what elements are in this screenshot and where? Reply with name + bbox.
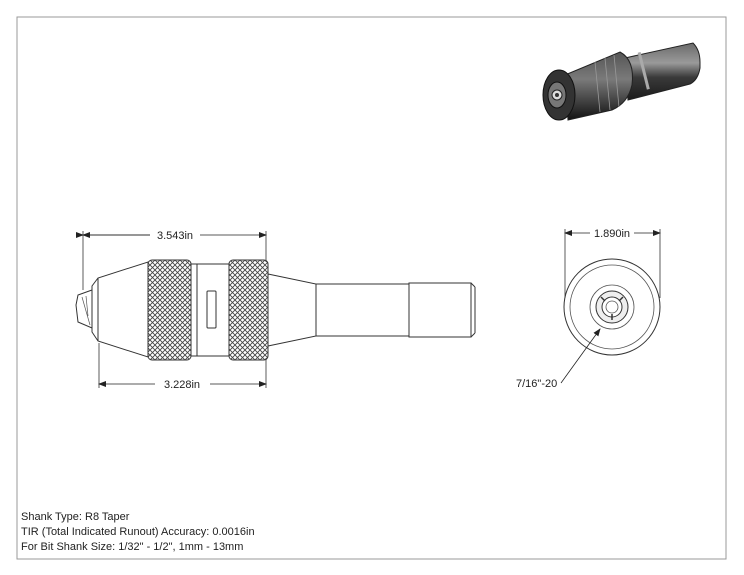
rear-knurl-collar [228, 259, 269, 361]
thread-callout: 7/16"-20 [516, 328, 601, 390]
shank-type-text: Shank Type: R8 Taper [21, 511, 130, 523]
jaw-tip [75, 289, 93, 329]
sheet-border [16, 16, 727, 560]
front-knurl-collar [147, 259, 192, 361]
rear-taper [267, 273, 317, 347]
overall-length-label: 3.543in [157, 230, 193, 242]
dim-body-length: 3.228in [98, 343, 267, 391]
shank [315, 283, 410, 337]
tir-text: TIR (Total Indicated Runout) Accuracy: 0… [21, 526, 255, 538]
nose-cone [91, 261, 149, 358]
dim-diameter: 1.890in [564, 228, 661, 298]
shank-end [408, 282, 472, 338]
specs-block: Shank Type: R8 Taper TIR (Total Indicate… [21, 510, 255, 555]
chuck-render [542, 42, 701, 121]
dim-overall-length: 3.543in [76, 230, 267, 290]
thread-label: 7/16"-20 [516, 378, 557, 390]
window-slot [206, 290, 217, 329]
chuck-side-view [75, 259, 476, 361]
chuck-end-view [563, 258, 661, 356]
body-length-label: 3.228in [164, 379, 200, 391]
diameter-label: 1.890in [594, 228, 630, 240]
bit-size-text: For Bit Shank Size: 1/32" - 1/2", 1mm - … [21, 541, 244, 553]
